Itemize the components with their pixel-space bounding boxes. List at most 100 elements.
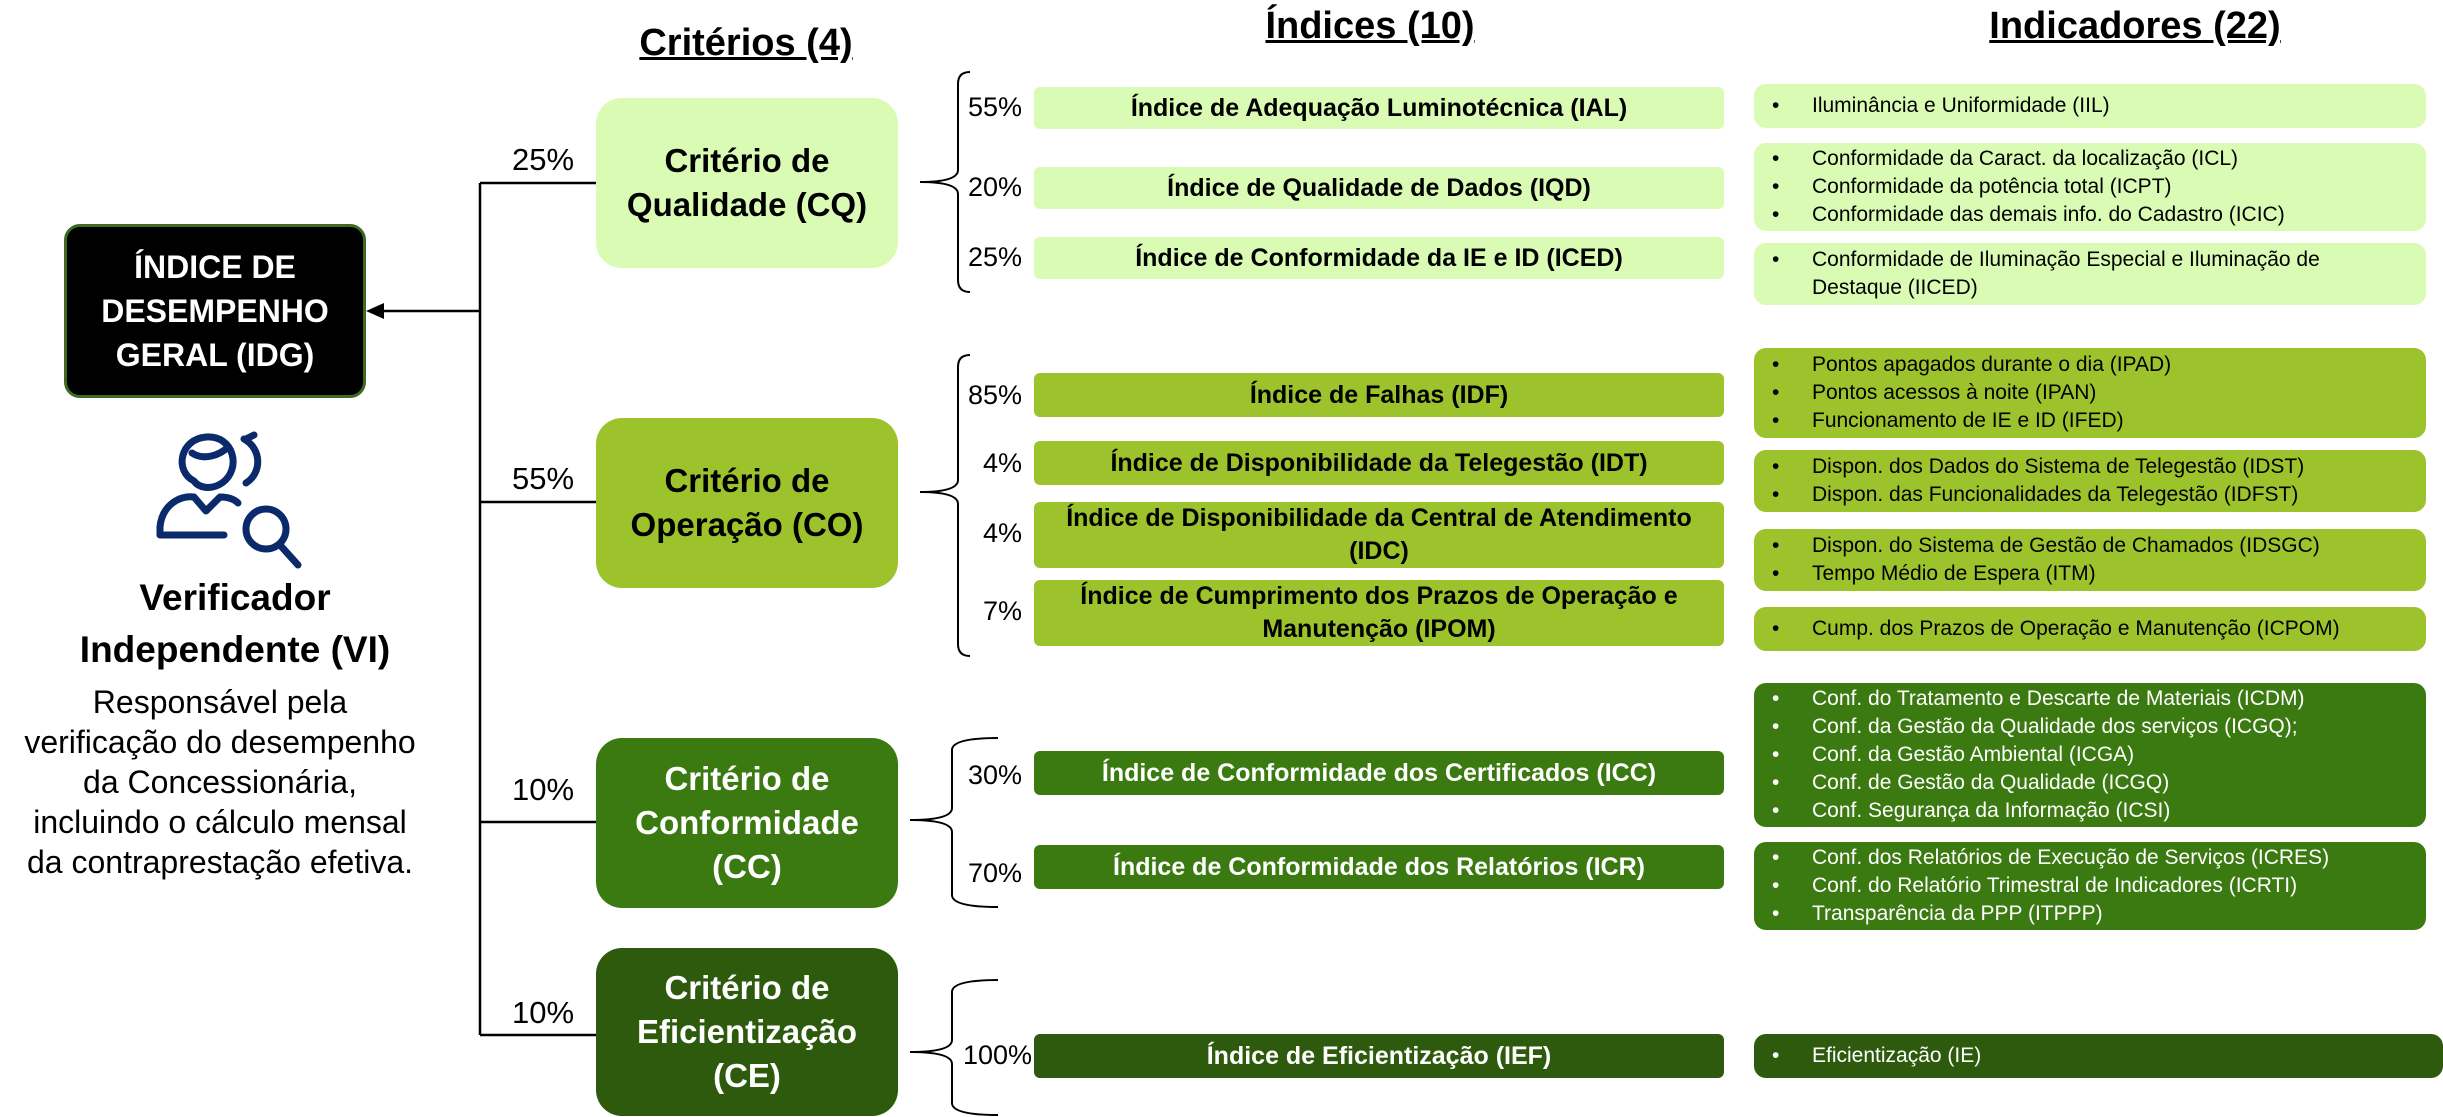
indicator-box-ipom: Cump. dos Prazos de Operação e Manutençã… bbox=[1754, 607, 2426, 651]
indicator-box-iqd: Conformidade da Caract. da localização (… bbox=[1754, 143, 2426, 231]
indicator-box-idt: Dispon. dos Dados do Sistema de Telegest… bbox=[1754, 450, 2426, 512]
idg-line-1: ÍNDICE DE bbox=[134, 249, 296, 285]
verifier-desc-line: verificação do desempenho bbox=[24, 724, 416, 760]
criteria-weight-ce: 10% bbox=[512, 995, 575, 1030]
indicator-text: Conformidade de Iluminação Especial e Il… bbox=[1812, 248, 2320, 271]
brace-co bbox=[919, 354, 971, 657]
index-weight: 25% bbox=[967, 242, 1022, 272]
verifier-title-line-1: Verificador bbox=[139, 577, 331, 618]
index-weight: 70% bbox=[967, 858, 1022, 888]
criteria-weight-co: 55% bbox=[512, 461, 575, 496]
index-label: Índice de Cumprimento dos Prazos de Oper… bbox=[1080, 582, 1678, 610]
index-label: Índice de Conformidade da IE e ID (ICED) bbox=[1135, 243, 1623, 272]
indicator-item: Pontos acessos à noite (IPAN) bbox=[1772, 379, 2416, 407]
index-box-ief: Índice de Eficientização (IEF) bbox=[1034, 1034, 1724, 1078]
index-label: Manutenção (IPOM) bbox=[1262, 615, 1496, 643]
index-weight: 55% bbox=[967, 92, 1022, 122]
indicator-item: Conf. dos Relatórios de Execução de Serv… bbox=[1772, 844, 2416, 872]
indicator-box-idc: Dispon. do Sistema de Gestão de Chamados… bbox=[1754, 529, 2426, 591]
index-box-iced: Índice de Conformidade da IE e ID (ICED) bbox=[1034, 237, 1724, 279]
indicator-item: Conf. do Tratamento e Descarte de Materi… bbox=[1772, 685, 2416, 713]
index-label: Índice de Conformidade dos Relatórios (I… bbox=[1113, 852, 1645, 881]
indicator-item: Conformidade da Caract. da localização (… bbox=[1772, 145, 2416, 173]
indicator-box-iced: Conformidade de Iluminação Especial e Il… bbox=[1754, 243, 2426, 305]
criteria-label: Critério de bbox=[664, 462, 830, 499]
indicator-text: Destaque (IICED) bbox=[1812, 276, 1978, 299]
criteria-weight-cc: 10% bbox=[512, 772, 575, 807]
verifier-desc-line: da Concessionária, bbox=[83, 764, 357, 800]
index-label: Índice de Adequação Luminotécnica (IAL) bbox=[1130, 93, 1628, 122]
criteria-box-cq: Critério de Qualidade (CQ) bbox=[596, 98, 898, 268]
verifier-description: Responsável pela verificação do desempen… bbox=[0, 682, 440, 882]
criteria-label: Critério de bbox=[664, 760, 830, 797]
index-weight: 4% bbox=[982, 448, 1022, 478]
header-indicadores: Indicadores (22) bbox=[1989, 5, 2281, 47]
indicator-box-icr: Conf. dos Relatórios de Execução de Serv… bbox=[1754, 842, 2426, 930]
criteria-box-co: Critério de Operação (CO) bbox=[596, 418, 898, 588]
verifier-desc-line: Responsável pela bbox=[92, 684, 348, 720]
criteria-label: Qualidade (CQ) bbox=[626, 186, 868, 223]
indicator-item: Funcionamento de IE e ID (IFED) bbox=[1772, 407, 2416, 435]
indicator-item: Conf. da Gestão da Qualidade dos serviço… bbox=[1772, 713, 2416, 741]
index-weight: 7% bbox=[982, 596, 1022, 626]
index-weight: 100% bbox=[962, 1040, 1032, 1070]
indicator-item: Conformidade da potência total (ICPT) bbox=[1772, 173, 2416, 201]
header-criterios: Critérios (4) bbox=[639, 22, 853, 64]
indicator-item: Transparência da PPP (ITPPP) bbox=[1772, 900, 2416, 928]
criteria-label: Critério de bbox=[664, 969, 830, 1006]
criteria-label: Conformidade bbox=[635, 804, 859, 841]
index-label: Índice de Conformidade dos Certificados … bbox=[1101, 758, 1657, 787]
index-box-idc: Índice de Disponibilidade da Central de … bbox=[1034, 502, 1724, 568]
verifier-desc-line: da contraprestação efetiva. bbox=[26, 844, 413, 880]
person-search-icon bbox=[156, 431, 302, 569]
indicator-item: Iluminância e Uniformidade (IIL) bbox=[1772, 92, 2416, 120]
verifier-desc-line: incluindo o cálculo mensal bbox=[33, 804, 407, 840]
index-box-ipom: Índice de Cumprimento dos Prazos de Oper… bbox=[1034, 580, 1724, 646]
index-box-icc: Índice de Conformidade dos Certificados … bbox=[1034, 751, 1724, 795]
criteria-label: Critério de bbox=[664, 142, 830, 179]
index-box-idf: Índice de Falhas (IDF) bbox=[1034, 373, 1724, 417]
indicator-item: Dispon. dos Dados do Sistema de Telegest… bbox=[1772, 453, 2416, 481]
index-label: Índice de Disponibilidade da Central de … bbox=[1066, 504, 1692, 532]
criteria-weight-cq: 25% bbox=[512, 142, 575, 177]
indicator-item: Conformidade de Iluminação Especial e Il… bbox=[1772, 246, 2416, 302]
indicator-box-ial: Iluminância e Uniformidade (IIL) bbox=[1754, 84, 2426, 128]
index-box-iqd: Índice de Qualidade de Dados (IQD) bbox=[1034, 167, 1724, 209]
indicator-item: Conf. Segurança da Informação (ICSI) bbox=[1772, 797, 2416, 825]
indicator-item: Pontos apagados durante o dia (IPAD) bbox=[1772, 351, 2416, 379]
indicator-item: Eficientização (IE) bbox=[1772, 1042, 2433, 1070]
index-label: Índice de Falhas (IDF) bbox=[1249, 380, 1509, 409]
indicator-item: Dispon. do Sistema de Gestão de Chamados… bbox=[1772, 532, 2416, 560]
indicator-item: Conf. do Relatório Trimestral de Indicad… bbox=[1772, 872, 2416, 900]
criteria-label: Operação (CO) bbox=[630, 506, 864, 543]
criteria-box-cc: Critério de Conformidade (CC) bbox=[596, 738, 898, 908]
idg-line-2: DESEMPENHO bbox=[101, 293, 329, 329]
verifier-title: Verificador Independente (VI) bbox=[40, 572, 430, 676]
indicator-item: Tempo Médio de Espera (ITM) bbox=[1772, 560, 2416, 588]
index-box-icr: Índice de Conformidade dos Relatórios (I… bbox=[1034, 845, 1724, 889]
index-box-ial: Índice de Adequação Luminotécnica (IAL) bbox=[1034, 87, 1724, 129]
index-weight: 4% bbox=[982, 518, 1022, 548]
brace-ce bbox=[909, 979, 999, 1116]
arrow-head-icon bbox=[366, 303, 384, 319]
idg-line-3: GERAL (IDG) bbox=[115, 337, 315, 373]
criteria-label: (CE) bbox=[713, 1057, 781, 1094]
index-box-idt: Índice de Disponibilidade da Telegestão … bbox=[1034, 441, 1724, 485]
indicator-box-icc: Conf. do Tratamento e Descarte de Materi… bbox=[1754, 683, 2426, 827]
indicator-box-ief: Eficientização (IE) bbox=[1754, 1034, 2443, 1078]
indicator-item: Conformidade das demais info. do Cadastr… bbox=[1772, 201, 2416, 229]
verifier-title-line-2: Independente (VI) bbox=[79, 629, 391, 670]
criteria-label: (CC) bbox=[712, 848, 782, 885]
index-label: Índice de Qualidade de Dados (IQD) bbox=[1167, 173, 1591, 202]
index-label: Índice de Eficientização (IEF) bbox=[1206, 1041, 1552, 1070]
indicator-item: Dispon. das Funcionalidades da Telegestã… bbox=[1772, 481, 2416, 509]
indicator-box-idf: Pontos apagados durante o dia (IPAD) Pon… bbox=[1754, 348, 2426, 438]
header-indices: Índices (10) bbox=[1265, 5, 1475, 47]
indicator-item: Conf. da Gestão Ambiental (ICGA) bbox=[1772, 741, 2416, 769]
brace-cc bbox=[909, 737, 999, 908]
index-weight: 85% bbox=[967, 380, 1022, 410]
indicator-item: Cump. dos Prazos de Operação e Manutençã… bbox=[1772, 615, 2416, 643]
criteria-box-ce: Critério de Eficientização (CE) bbox=[596, 948, 898, 1116]
index-weight: 20% bbox=[967, 172, 1022, 202]
